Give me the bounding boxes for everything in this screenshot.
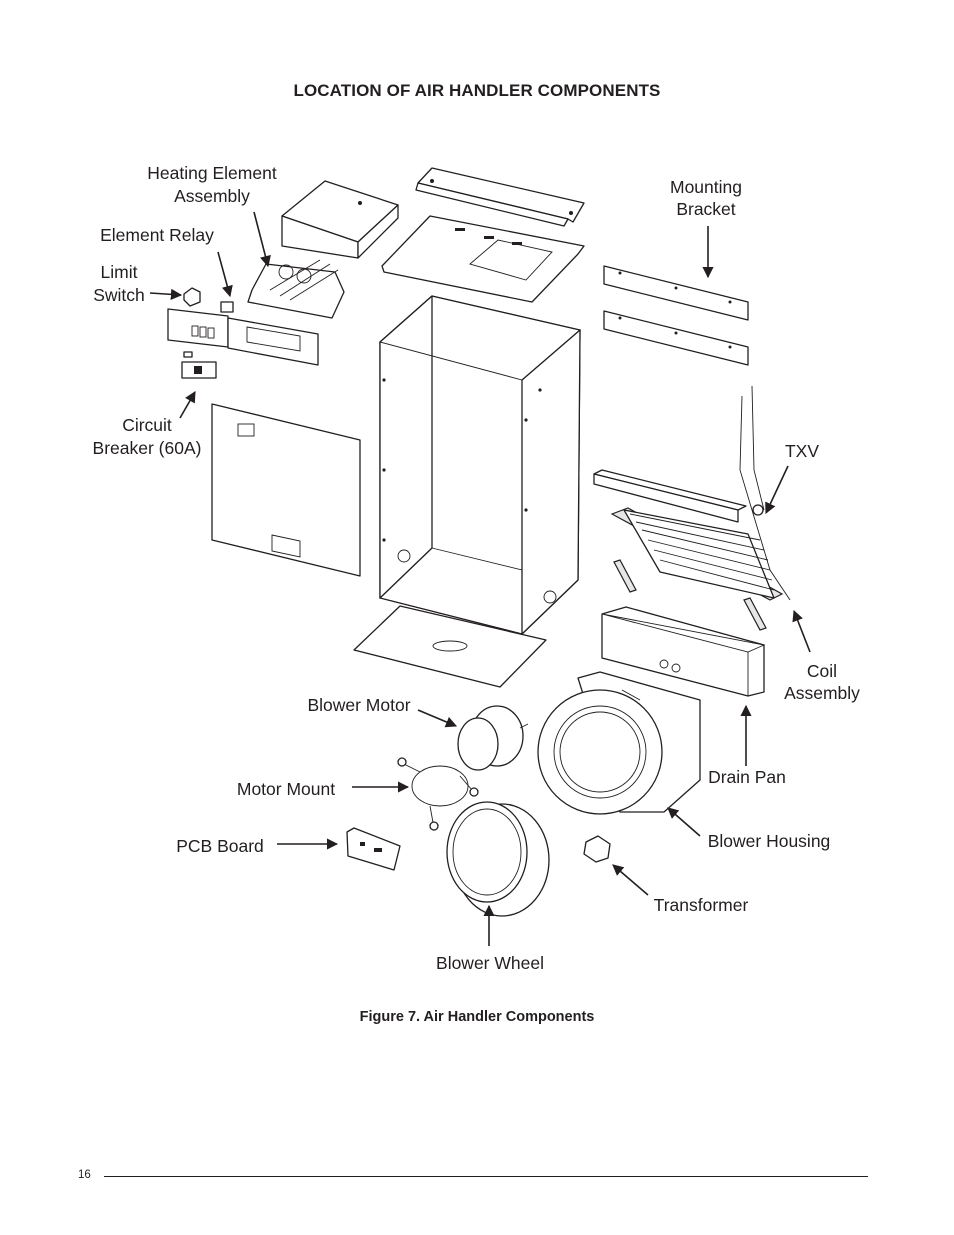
label-limit-switch-line1: Limit [101, 262, 138, 282]
label-txv: TXV [785, 441, 819, 461]
element-relay [220, 301, 234, 313]
label-heating-element-line1: Heating Element [147, 163, 277, 183]
control-panel [167, 308, 319, 366]
motor-mount [397, 757, 479, 831]
blower-motor [457, 705, 529, 771]
access-panel [211, 403, 361, 577]
circuit-breaker [181, 351, 217, 379]
top-cover-bracket [415, 167, 585, 227]
drain-pan [601, 606, 766, 697]
limit-switch [183, 287, 201, 307]
label-blower-wheel: Blower Wheel [436, 953, 544, 973]
footer-rule [104, 1176, 868, 1177]
mounting-brackets [603, 265, 749, 366]
page-number: 16 [78, 1169, 91, 1181]
page-heading: LOCATION OF AIR HANDLER COMPONENTS [293, 81, 661, 100]
label-pcb-board: PCB Board [176, 836, 264, 856]
label-motor-mount: Motor Mount [237, 779, 335, 799]
label-drain-pan: Drain Pan [708, 767, 786, 787]
heating-element-assembly [247, 259, 345, 319]
label-circuit-breaker-line2: Breaker (60A) [93, 438, 202, 458]
label-mounting-bracket-line2: Bracket [676, 199, 735, 219]
label-element-relay: Element Relay [100, 225, 214, 245]
pcb-board [346, 827, 401, 871]
label-mounting-bracket-line1: Mounting [670, 177, 742, 197]
label-heating-element-line2: Assembly [174, 186, 250, 206]
label-transformer: Transformer [654, 895, 749, 915]
label-circuit-breaker-line1: Circuit [122, 415, 172, 435]
label-coil-assembly-line1: Coil [807, 661, 837, 681]
top-panel [381, 215, 585, 303]
heater-cover-box [281, 180, 399, 259]
label-coil-assembly-line2: Assembly [784, 683, 860, 703]
coil-assembly [593, 385, 791, 631]
label-limit-switch-line2: Switch [93, 285, 145, 305]
callout-arrows [149, 211, 811, 946]
blower-wheel [446, 801, 550, 917]
label-blower-motor: Blower Motor [307, 695, 410, 715]
blower-housing [537, 671, 701, 815]
figure-caption: Figure 7. Air Handler Components [359, 1009, 595, 1025]
label-blower-housing: Blower Housing [708, 831, 831, 851]
bottom-panel [353, 605, 547, 688]
cabinet [379, 295, 581, 635]
transformer [583, 835, 611, 863]
